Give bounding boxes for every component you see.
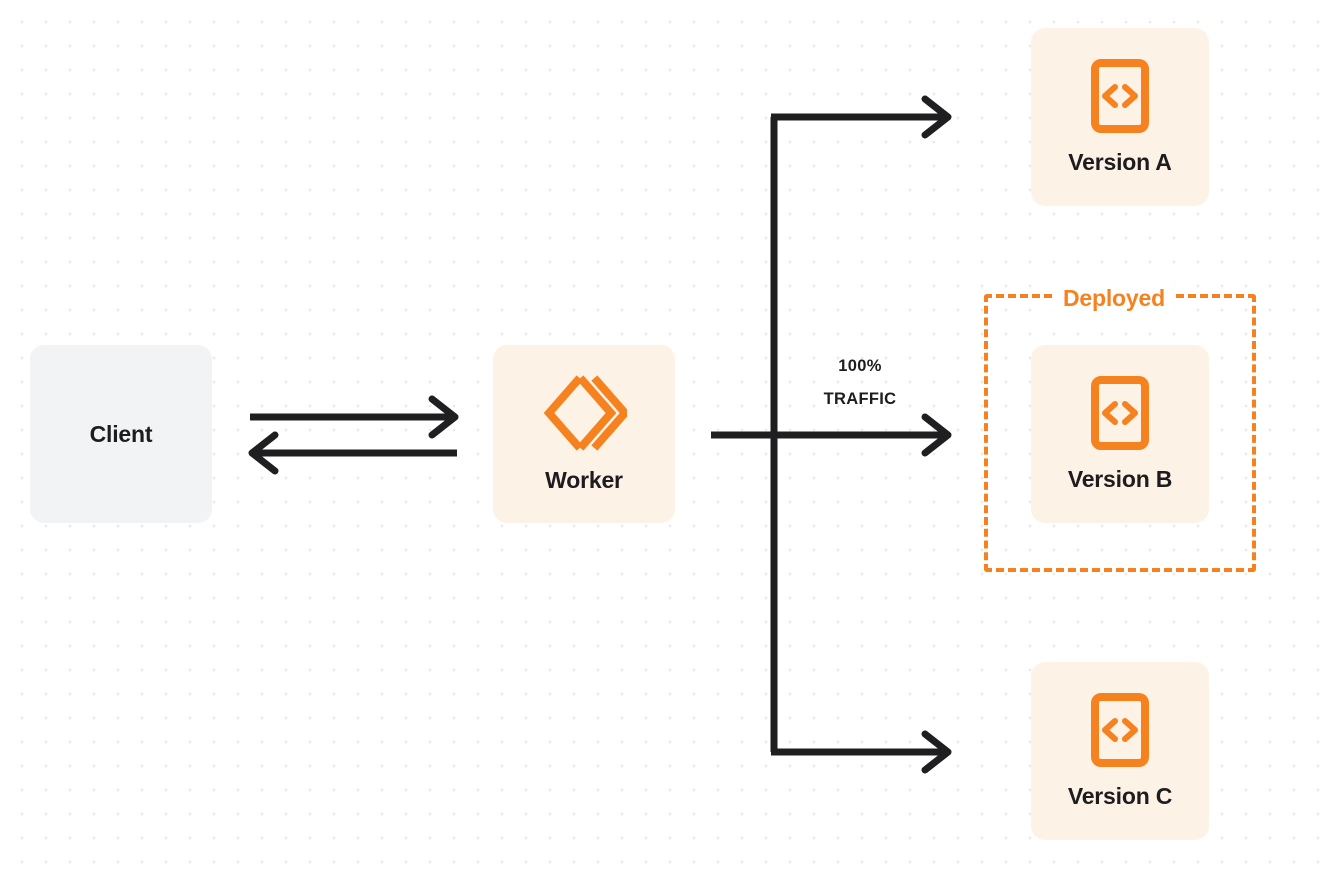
node-worker[interactable]: Worker (493, 345, 675, 523)
deployed-label: Deployed (1053, 285, 1175, 311)
edge-client-to-worker (250, 395, 459, 439)
node-version-c[interactable]: Version C (1031, 662, 1209, 840)
node-version-b-label: Version B (1067, 465, 1173, 492)
edge-worker-to-version-c (771, 730, 952, 774)
edge-worker-to-client (248, 431, 457, 475)
node-version-a-label: Version A (1068, 148, 1172, 175)
node-client-label: Client (89, 420, 153, 447)
node-version-c-label: Version C (1067, 782, 1173, 809)
node-client[interactable]: Client (30, 345, 212, 523)
code-brackets-icon (1091, 692, 1149, 767)
cloudflare-workers-logo-icon (541, 374, 627, 451)
code-brackets-icon (1091, 375, 1149, 450)
edge-worker-to-version-b (711, 413, 952, 457)
traffic-word: TRAFFIC (823, 390, 897, 408)
node-worker-label: Worker (545, 466, 623, 493)
code-brackets-icon (1091, 58, 1149, 133)
edge-worker-to-version-a (771, 95, 952, 139)
node-version-a[interactable]: Version A (1031, 28, 1209, 206)
traffic-percent: 100% (838, 357, 882, 375)
node-version-b[interactable]: Version B (1031, 345, 1209, 523)
traffic-label: 100% TRAFFIC (790, 350, 930, 416)
